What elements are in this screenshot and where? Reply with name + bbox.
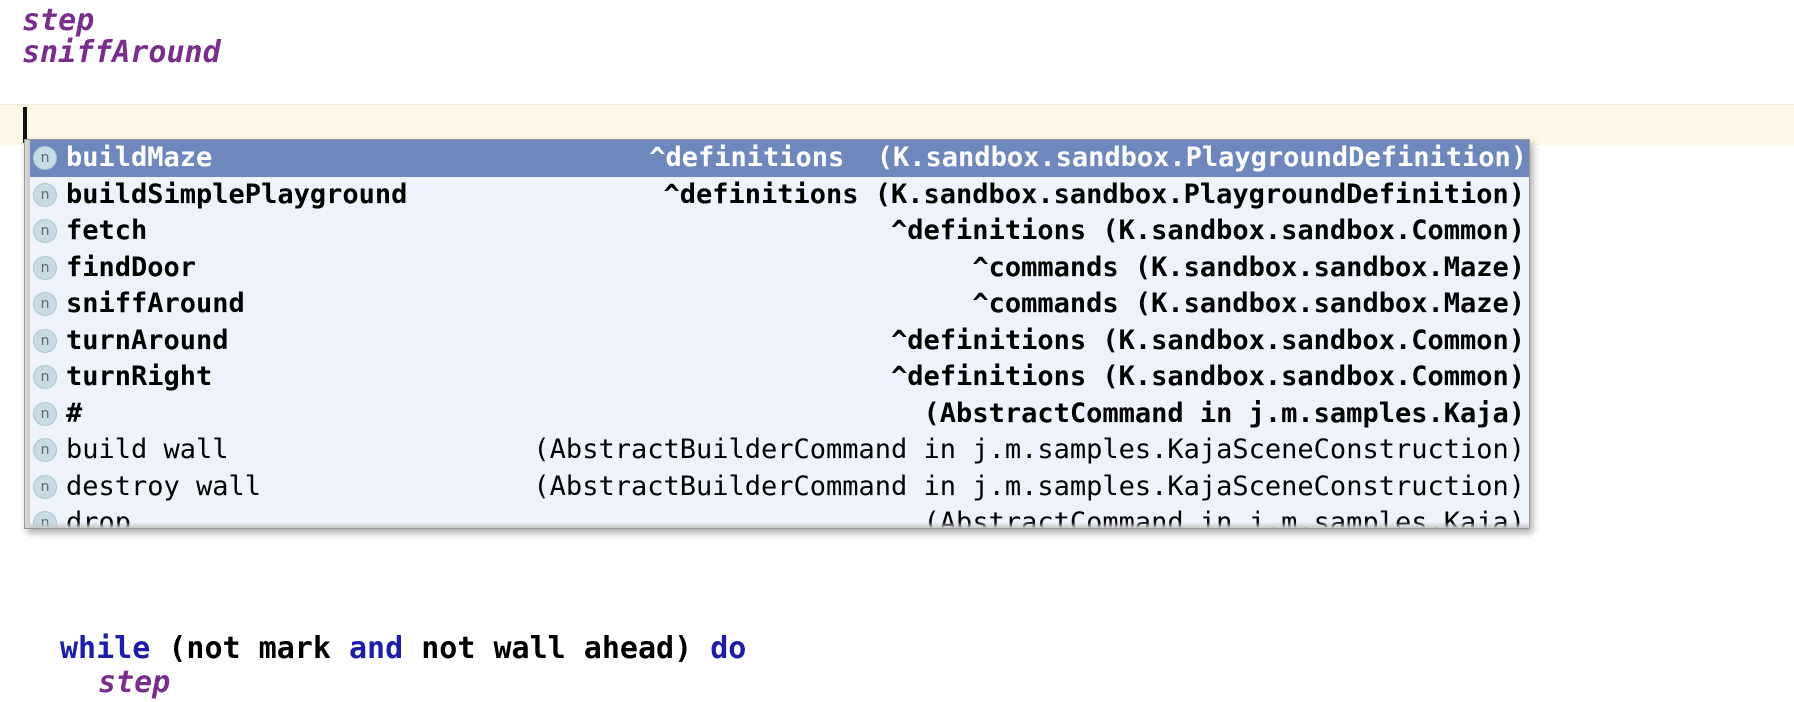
completion-item-label: buildSimplePlayground [66, 178, 408, 210]
code-line-sniffaround: sniffAround [22, 35, 221, 70]
n-icon: n [33, 328, 57, 353]
n-icon: n [33, 438, 57, 463]
completion-item-origin: ^definitions (K.sandbox.sandbox.Common) [891, 361, 1525, 393]
completion-item-origin: (AbstractCommand in j.m.samples.Kaja) [923, 397, 1525, 429]
keyword-and: and [349, 631, 404, 666]
completion-item-origin: (AbstractCommand in j.m.samples.Kaja) [923, 507, 1525, 529]
completion-item-origin: ^definitions (K.sandbox.sandbox.Playgrou… [663, 178, 1525, 210]
completion-item-origin: (AbstractBuilderCommand in j.m.samples.K… [533, 434, 1525, 466]
n-icon: n [33, 401, 57, 426]
completion-item-label: turnAround [66, 324, 229, 356]
completion-list[interactable]: n buildMaze ^definitions (K.sandbox.sandbo… [25, 140, 1529, 529]
completion-item-origin: ^definitions (K.sandbox.sandbox.Common) [891, 324, 1525, 356]
keyword-do: do [710, 631, 747, 666]
autocomplete-popup[interactable]: n buildMaze ^definitions (K.sandbox.sandbo… [24, 139, 1530, 529]
command-step: step [98, 665, 171, 700]
code-line-step: step [22, 3, 95, 38]
expr-not-mark: (not mark [150, 631, 349, 666]
completion-item-label: turnRight [66, 361, 213, 393]
completion-item[interactable]: n destroy wall (AbstractBuilderCommand in … [25, 468, 1529, 505]
current-line-highlight [0, 104, 1794, 145]
expr-not-wall-ahead: not wall ahead) [403, 631, 711, 666]
completion-item[interactable]: n findDoor ^commands (K.sandbox.sandbox.Ma… [25, 249, 1529, 286]
completion-item-origin: ^definitions (K.sandbox.sandbox.Playgrou… [649, 142, 1527, 174]
completion-item-label: build wall [66, 434, 229, 466]
completion-item-origin: ^commands (K.sandbox.sandbox.Maze) [972, 288, 1525, 320]
n-icon: n [33, 474, 57, 499]
completion-item[interactable]: n sniffAround ^commands (K.sandbox.sandbox… [25, 286, 1529, 323]
completion-item[interactable]: n turnRight ^definitions (K.sandbox.sandbo… [25, 359, 1529, 396]
completion-item-label: buildMaze [66, 142, 213, 174]
code-line-while: while (not mark and not wall ahead) do [0, 630, 1794, 668]
text-caret [23, 107, 27, 143]
completion-item-label: fetch [66, 215, 148, 247]
n-icon: n [33, 182, 57, 207]
completion-item-label: sniffAround [66, 288, 245, 320]
completion-item-origin: ^definitions (K.sandbox.sandbox.Common) [891, 215, 1525, 247]
completion-item-label: destroy wall [66, 470, 262, 502]
n-icon: n [33, 365, 57, 390]
n-icon: n [33, 255, 57, 280]
completion-item-label: findDoor [66, 251, 197, 283]
completion-item-label: drop [66, 507, 132, 529]
completion-item-label: # [66, 397, 83, 429]
n-icon: n [33, 219, 57, 244]
completion-item-origin: ^commands (K.sandbox.sandbox.Maze) [972, 251, 1525, 283]
completion-item[interactable]: n buildMaze ^definitions (K.sandbox.sandbo… [25, 140, 1529, 177]
completion-item[interactable]: n turnAround ^definitions (K.sandbox.sandb… [25, 322, 1529, 359]
n-icon: n [33, 511, 57, 528]
completion-item[interactable]: n build wall (AbstractBuilderCommand in j.… [25, 432, 1529, 469]
keyword-while: while [60, 631, 151, 666]
completion-item-origin: (AbstractBuilderCommand in j.m.samples.K… [533, 470, 1525, 502]
code-line-step-body: step [0, 664, 1794, 702]
n-icon: n [33, 146, 57, 171]
completion-item[interactable]: n buildSimplePlayground ^definitions (K.sa… [25, 176, 1529, 213]
n-icon: n [33, 292, 57, 317]
completion-item[interactable]: n # (AbstractCommand in j.m.samples.Kaja) [25, 395, 1529, 432]
